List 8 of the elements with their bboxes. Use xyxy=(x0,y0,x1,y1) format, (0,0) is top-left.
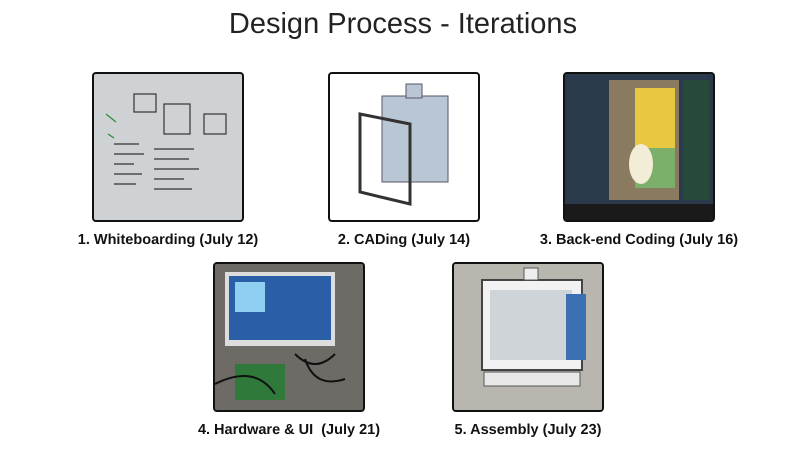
photo-caption: 2. CADing (July 14) xyxy=(338,232,470,248)
photo-caption: 3. Back-end Coding (July 16) xyxy=(540,232,738,248)
cad-render-frame xyxy=(328,72,480,222)
photo-caption: 1. Whiteboarding (July 12) xyxy=(78,232,258,248)
photo-placeholder xyxy=(92,72,244,222)
slide-title: Design Process - Iterations xyxy=(228,8,578,41)
photo-caption: 5. Assembly (July 23) xyxy=(454,422,602,438)
photo-caption: 4. Hardware & UI (July 21) xyxy=(198,422,380,438)
